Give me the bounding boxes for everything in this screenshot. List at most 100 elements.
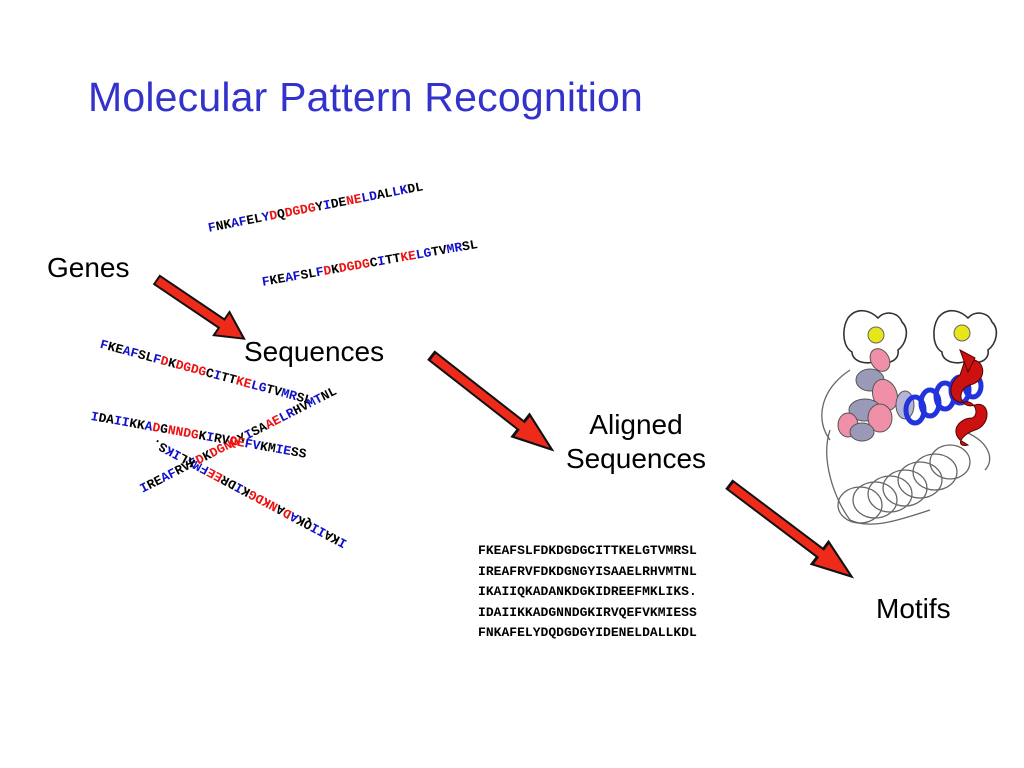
- residue: L: [524, 543, 533, 558]
- residue: I: [665, 604, 674, 620]
- residue: E: [626, 543, 635, 558]
- residue: G: [563, 625, 572, 640]
- residue: K: [587, 604, 596, 620]
- residue: S: [688, 604, 697, 620]
- residue: S: [681, 604, 689, 620]
- residue: D: [540, 543, 549, 558]
- residue: L: [688, 543, 697, 558]
- residue: L: [688, 625, 697, 640]
- residue: E: [626, 625, 635, 640]
- residue: K: [618, 543, 627, 558]
- aligned-sequences-block: FKEAFSLFDKDGDGCITTKELGTVMRSL IREAFRVFDKD…: [478, 541, 697, 644]
- label-motifs: Motifs: [876, 593, 951, 624]
- aligned-sequence-row: FKEAFSLFDKDGDGCITTKELGTVMRSL: [478, 541, 697, 562]
- residue: D: [556, 625, 564, 640]
- residue: A: [618, 563, 627, 579]
- label-aligned-line1: Aligned: [589, 409, 683, 440]
- residue: K: [649, 604, 658, 620]
- residue: K: [649, 584, 658, 599]
- residue: A: [501, 563, 510, 579]
- residue: R: [610, 584, 619, 599]
- residue: R: [603, 604, 611, 620]
- residue: S: [681, 543, 689, 558]
- residue: K: [524, 604, 533, 620]
- residue: F: [509, 563, 518, 579]
- residue: G: [642, 543, 650, 558]
- residue: G: [548, 604, 557, 620]
- residue: D: [681, 625, 689, 640]
- residue: V: [610, 604, 619, 620]
- residue: A: [548, 584, 557, 599]
- label-aligned-line2: Sequences: [565, 442, 707, 474]
- residue: R: [642, 563, 650, 579]
- residue: A: [649, 625, 658, 640]
- residue: L: [634, 563, 643, 579]
- residue: Y: [587, 625, 596, 640]
- residue: Q: [548, 625, 557, 640]
- aligned-sequence-row: IDAIIKKADGNNDGKIRVQEFVKMIESS: [478, 603, 697, 624]
- residue: T: [610, 543, 619, 558]
- residue: I: [501, 584, 510, 599]
- residue: M: [642, 584, 650, 599]
- residue: D: [540, 584, 549, 599]
- residue: S: [517, 543, 525, 558]
- residue: G: [563, 543, 572, 558]
- residue: V: [657, 563, 666, 579]
- residue: Y: [532, 625, 541, 640]
- residue: A: [610, 563, 619, 579]
- residue: C: [587, 543, 596, 558]
- residue: R: [517, 563, 525, 579]
- residue: G: [563, 563, 572, 579]
- residue: K: [485, 584, 494, 599]
- residue: D: [571, 584, 580, 599]
- residue: K: [548, 563, 557, 579]
- residue: N: [618, 625, 627, 640]
- residue: F: [478, 543, 486, 558]
- residue: I: [665, 584, 674, 599]
- residue: R: [673, 543, 682, 558]
- residue: D: [540, 563, 549, 579]
- protein-structure-image: [821, 309, 998, 525]
- label-aligned-sequences: Aligned Sequences: [548, 408, 724, 475]
- residue: V: [642, 604, 650, 620]
- residue: D: [485, 604, 494, 620]
- residue: E: [493, 543, 502, 558]
- label-genes: Genes: [47, 252, 130, 283]
- residue: L: [524, 625, 533, 640]
- residue: D: [603, 584, 611, 599]
- residue: S: [681, 584, 689, 599]
- residue: D: [571, 625, 580, 640]
- residue: D: [540, 625, 549, 640]
- residue: K: [548, 543, 557, 558]
- residue: E: [673, 604, 682, 620]
- residue: D: [556, 543, 564, 558]
- residue: G: [579, 543, 588, 558]
- residue: I: [595, 625, 603, 640]
- arrow-sequences-to-aligned: [422, 343, 562, 463]
- residue: N: [571, 563, 580, 579]
- residue: I: [509, 604, 518, 620]
- residue: Q: [618, 604, 627, 620]
- residue: A: [493, 584, 502, 599]
- residue: K: [485, 543, 494, 558]
- residue: I: [509, 584, 518, 599]
- residue: I: [501, 604, 510, 620]
- residue: A: [493, 604, 502, 620]
- residue: S: [603, 563, 611, 579]
- residue: K: [673, 625, 682, 640]
- residue: V: [657, 543, 666, 558]
- residue: R: [485, 563, 494, 579]
- residue: I: [595, 584, 603, 599]
- aligned-sequence-row: FNKAFELYDQDGDGYIDENELDALLKDL: [478, 623, 697, 644]
- residue: D: [603, 625, 611, 640]
- residue: E: [626, 604, 635, 620]
- residue: E: [626, 584, 635, 599]
- arrow-genes-to-sequences: [148, 267, 253, 352]
- residue: K: [493, 625, 502, 640]
- residue: I: [478, 584, 486, 599]
- residue: K: [524, 584, 533, 599]
- label-sequences: Sequences: [244, 336, 385, 367]
- residue: L: [657, 584, 666, 599]
- residue: H: [649, 563, 658, 579]
